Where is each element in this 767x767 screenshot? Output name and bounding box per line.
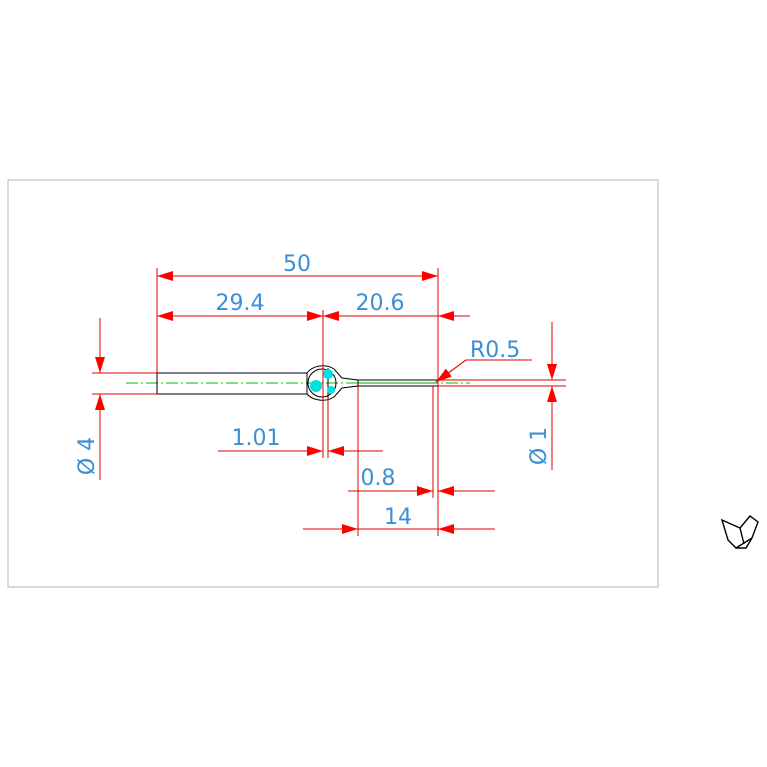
dim-right-diameter: Ø 1 (527, 427, 552, 465)
dim-taper-length: 0.8 (361, 466, 396, 491)
shank (156, 372, 308, 395)
extension-lines (92, 268, 566, 536)
dim-right-length: 20.6 (356, 291, 405, 316)
dim-overall-length: 50 (283, 252, 311, 277)
part-outline (156, 365, 439, 401)
ball-circle (307, 368, 337, 398)
grip-points (310, 369, 335, 394)
ucs-icon (720, 515, 759, 549)
dim-wire-length: 14 (384, 505, 412, 530)
grip-point (327, 386, 335, 394)
dimension-lines (95, 271, 557, 534)
dim-neck-length: 1.01 (232, 426, 281, 451)
grip-point (323, 369, 333, 379)
dimension-labels: 50 29.4 20.6 R0.5 1.01 0.8 14 Ø 4 Ø 1 (75, 252, 552, 530)
drawing-frame (7, 179, 659, 588)
leader-radius-arrow (435, 359, 467, 383)
dim-left-diameter: Ø 4 (75, 437, 100, 475)
dim-left-length: 29.4 (216, 291, 265, 316)
grip-point (310, 380, 322, 392)
dim-tip-radius: R0.5 (470, 338, 520, 363)
